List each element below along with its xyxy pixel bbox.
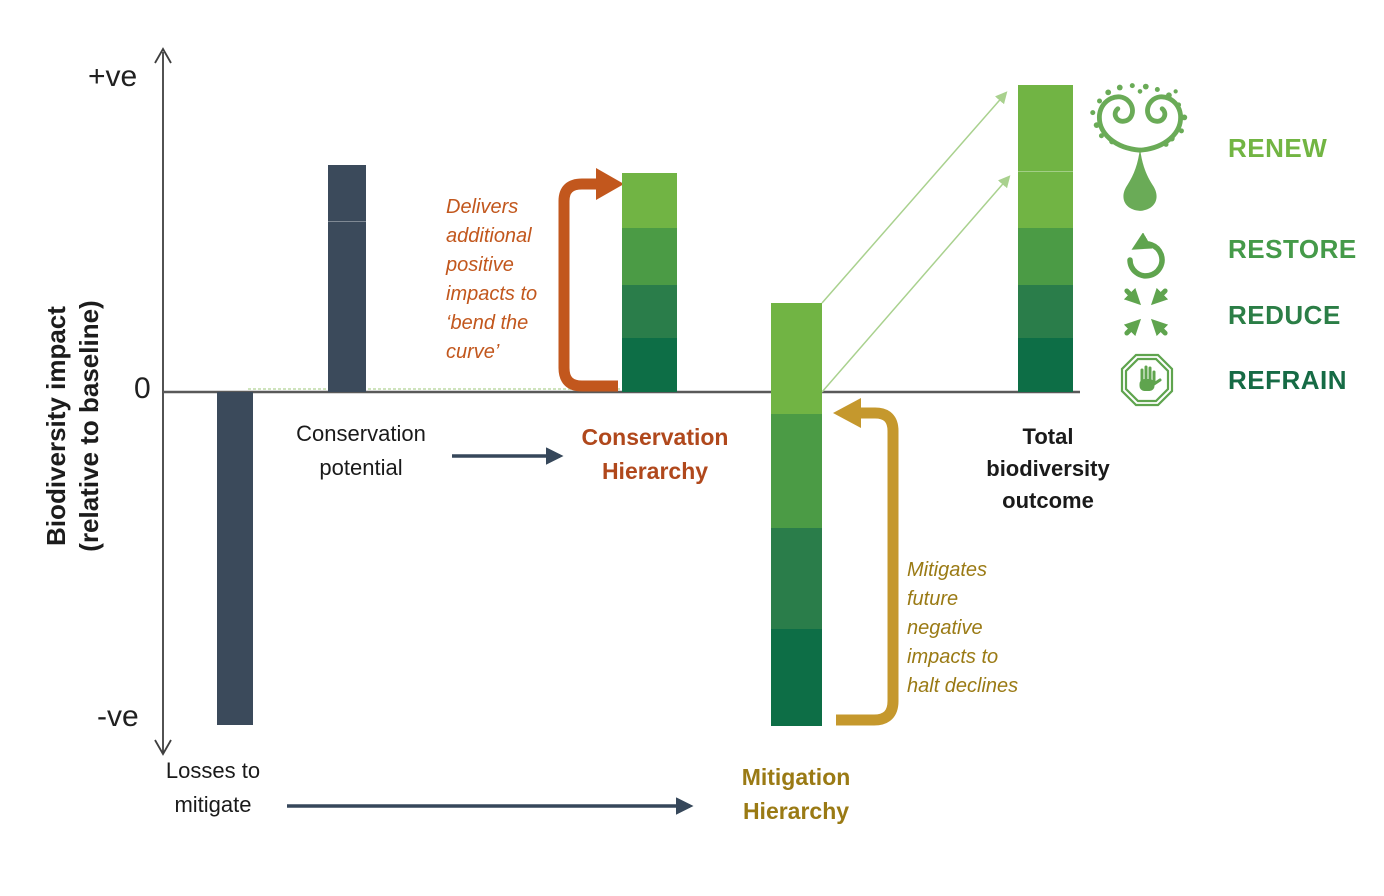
losses-bar <box>217 392 253 725</box>
reduce-compress-icon <box>1123 287 1169 337</box>
mitigation-refrain-segment <box>771 629 822 726</box>
y-axis <box>154 47 172 756</box>
total-reduce-segment <box>1018 285 1073 338</box>
total-refrain-segment <box>1018 338 1073 392</box>
conservation-restore-segment <box>622 228 677 285</box>
gold-bracket-arrow <box>833 398 899 726</box>
conservation-reduce-segment <box>622 285 677 338</box>
mitigation-restore-segment <box>771 414 822 528</box>
conservation-potential-upper <box>328 165 366 222</box>
mitigates-annotation: Mitigates future negative impacts to hal… <box>907 559 1019 697</box>
conservation-potential-label: Conservation potential <box>296 421 426 480</box>
legend-restore-label: RESTORE <box>1228 234 1357 264</box>
total-restore-segment <box>1018 228 1073 285</box>
total-renew-extra-segment <box>1018 85 1073 172</box>
legend-refrain-label: REFRAIN <box>1228 365 1348 395</box>
renew-tree-icon <box>1090 83 1188 211</box>
conservation-renew-segment <box>622 173 677 228</box>
legend-renew-label: RENEW <box>1228 133 1328 163</box>
total-outcome-bar <box>1018 85 1073 392</box>
projection-arrow-baseline <box>821 175 1011 393</box>
mitigation-reduce-segment <box>771 528 822 629</box>
refrain-stop-hand-icon <box>1120 353 1174 407</box>
conservation-refrain-segment <box>622 338 677 392</box>
delivers-annotation: Delivers additional positive impacts to … <box>446 196 538 363</box>
total-renew-segment <box>1018 172 1073 228</box>
total-outcome-label: Total biodiversity outcome <box>986 424 1110 513</box>
y-axis-title: Biodiversity impact (relative to baselin… <box>41 300 104 552</box>
zero-axis-label: 0 <box>134 372 151 405</box>
restore-cycle-icon <box>1127 233 1165 279</box>
positive-axis-label: +ve <box>88 60 138 93</box>
conservation-potential-bar <box>328 165 366 392</box>
losses-label: Losses to mitigate <box>165 758 261 817</box>
conservation-hierarchy-label: Conservation Hierarchy <box>581 424 729 484</box>
mitigation-hierarchy-bar <box>771 303 822 726</box>
mitigation-hierarchy-label: Mitigation Hierarchy <box>741 764 851 824</box>
mitigation-renew-segment <box>771 303 822 414</box>
negative-axis-label: -ve <box>97 700 139 733</box>
legend-reduce-label: REDUCE <box>1228 300 1341 330</box>
conservation-potential-lower <box>328 222 366 392</box>
conservation-hierarchy-bar <box>622 173 677 392</box>
projection-arrow-top <box>821 91 1008 304</box>
